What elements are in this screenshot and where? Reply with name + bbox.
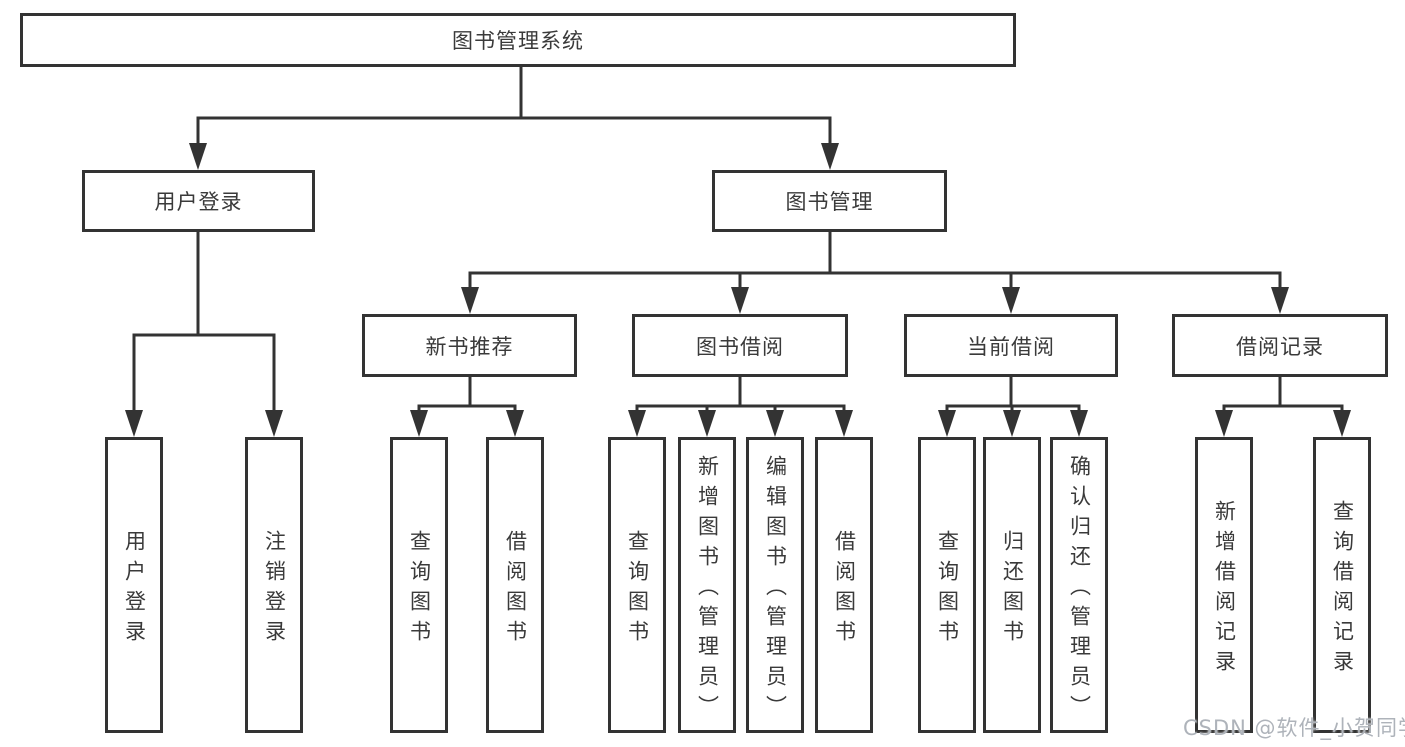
leaf-borrow-query-books-label: 查询图书	[625, 529, 650, 650]
connector-root-to-level2	[189, 65, 839, 170]
leaf-borrow-borrow-books-label: 借阅图书	[832, 529, 857, 650]
leaf-logout-label: 注销登录	[262, 529, 287, 650]
node-user-login-label: 用户登录	[154, 190, 243, 214]
node-root-system-label: 图书管理系统	[452, 29, 584, 53]
connector-current-borrow-to-leaves	[938, 375, 1088, 437]
connector-borrow-records-to-leaves	[1215, 375, 1351, 437]
leaf-borrow-add-books-admin-label: 新增图书（管理员）	[695, 454, 720, 725]
node-current-borrow: 当前借阅	[904, 314, 1118, 377]
node-book-mgmt-label: 图书管理	[785, 190, 874, 214]
csdn-watermark: CSDN @软件_小贺同学	[1183, 716, 1405, 740]
connector-book-borrow-to-leaves	[628, 375, 853, 437]
leaf-borrow-edit-books-admin: 编辑图书（管理员）	[746, 437, 804, 733]
leaf-logout: 注销登录	[245, 437, 303, 733]
leaf-current-confirm-return-admin: 确认归还（管理员）	[1050, 437, 1108, 733]
leaf-user-login-label: 用户登录	[122, 529, 147, 650]
leaf-borrow-edit-books-admin-label: 编辑图书（管理员）	[763, 454, 788, 725]
node-new-books: 新书推荐	[362, 314, 577, 377]
leaf-current-query-books-label: 查询图书	[935, 529, 960, 650]
leaf-borrow-add-books-admin: 新增图书（管理员）	[678, 437, 736, 733]
leaf-records-add-record: 新增借阅记录	[1195, 437, 1253, 733]
node-book-borrow: 图书借阅	[632, 314, 848, 377]
node-borrow-records-label: 借阅记录	[1236, 334, 1324, 359]
leaf-borrow-borrow-books: 借阅图书	[815, 437, 873, 733]
leaf-current-confirm-return-admin-label: 确认归还（管理员）	[1067, 454, 1092, 725]
node-new-books-label: 新书推荐	[425, 334, 514, 359]
node-book-borrow-label: 图书借阅	[696, 334, 784, 359]
connector-new-books-to-leaves	[410, 375, 524, 437]
leaf-records-query-record-label: 查询借阅记录	[1330, 499, 1355, 680]
node-current-borrow-label: 当前借阅	[967, 334, 1055, 359]
connector-book-mgmt-to-level3	[461, 230, 1289, 314]
leaf-newbooks-borrow-books: 借阅图书	[486, 437, 544, 733]
leaf-newbooks-query-books-label: 查询图书	[407, 529, 432, 650]
connector-user-login-to-leaves	[125, 230, 283, 437]
leaf-newbooks-borrow-books-label: 借阅图书	[503, 529, 528, 650]
leaf-borrow-query-books: 查询图书	[608, 437, 666, 733]
leaf-newbooks-query-books: 查询图书	[390, 437, 448, 733]
node-user-login: 用户登录	[82, 170, 315, 232]
node-root-system: 图书管理系统	[20, 13, 1016, 67]
leaf-records-add-record-label: 新增借阅记录	[1212, 499, 1237, 680]
leaf-current-return-books-label: 归还图书	[1000, 529, 1025, 650]
node-book-mgmt: 图书管理	[712, 170, 947, 232]
leaf-current-query-books: 查询图书	[918, 437, 976, 733]
leaf-records-query-record: 查询借阅记录	[1313, 437, 1371, 733]
leaf-user-login: 用户登录	[105, 437, 163, 733]
leaf-current-return-books: 归还图书	[983, 437, 1041, 733]
node-borrow-records: 借阅记录	[1172, 314, 1388, 377]
